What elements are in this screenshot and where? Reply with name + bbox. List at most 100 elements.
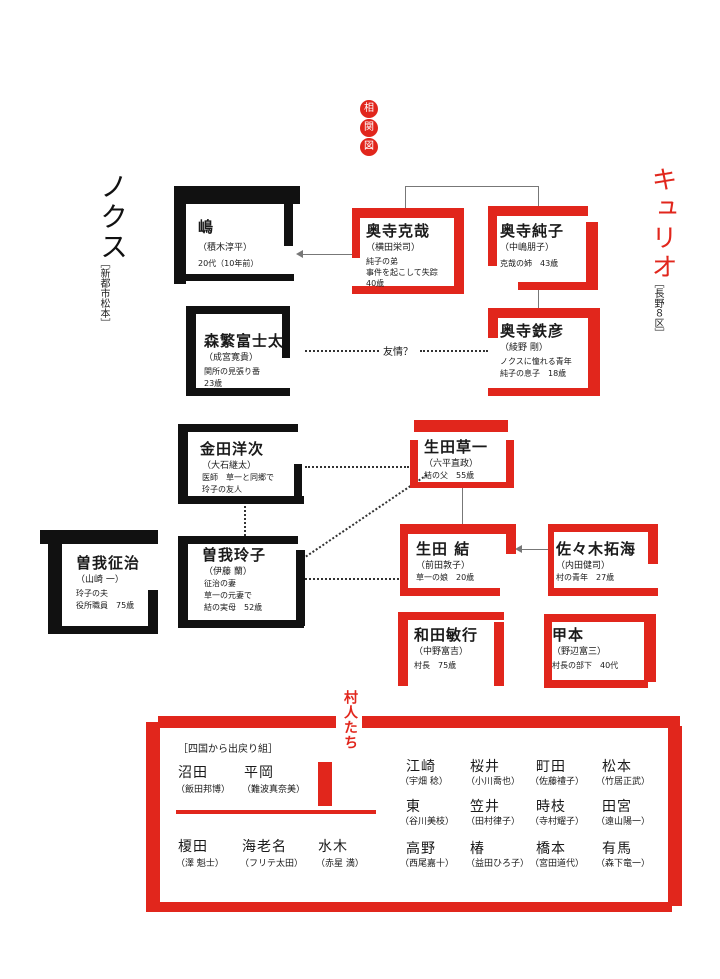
character-name: 奥寺克哉 [366, 222, 431, 240]
character-actor: （大石継太） [202, 461, 257, 471]
villager-name: 江崎 [406, 759, 436, 775]
relation-label: 友情？ [383, 347, 413, 358]
character-name: 金田洋次 [200, 440, 265, 458]
character-desc: 村長の部下 40代 [552, 661, 619, 670]
character-desc: 結の父 55歳 [424, 471, 475, 480]
villager-name: 橋本 [536, 841, 566, 857]
title-badge: 図 [360, 138, 378, 156]
character-desc: 40歳 [366, 279, 385, 288]
character-desc: 草一の娘 20歳 [416, 573, 475, 582]
villager-name: 松本 [602, 759, 632, 775]
connector-line [520, 549, 548, 550]
character-name: 奥寺鉄彦 [500, 322, 565, 340]
character-name: 嶋 [198, 218, 215, 236]
connector-line [462, 483, 463, 525]
character-card-kaneda: 金田洋次 （大石継太） 医師 草一と同郷で 玲子の友人 [178, 424, 304, 504]
villager-name: 有馬 [602, 841, 632, 857]
group-label: ［四国から出戻り組］ [178, 744, 278, 755]
villager-actor: （森下竜一） [596, 859, 651, 869]
character-actor: （伊藤 蘭） [204, 567, 252, 577]
character-desc: 玲子の夫 [76, 589, 108, 598]
character-desc: 征治の妻 [204, 579, 236, 588]
curio-location: ［長野８区］ [652, 278, 663, 338]
character-actor: （成宮寛貴） [204, 353, 259, 363]
villager-name: 田宮 [602, 799, 632, 815]
character-card-okudera-junko: 奥寺純子 （中嶋朋子） 克哉の姉 43歳 [488, 206, 600, 290]
villager-actor: （フリテ太田） [240, 859, 304, 869]
character-card-okudera-tetsuhiko: 奥寺鉄彦 （綾野 剛） ノクスに憧れる青年 純子の息子 18歳 [488, 308, 600, 396]
friendship-line [420, 350, 488, 352]
villager-name: 高野 [406, 841, 436, 857]
character-card-komoto: 甲本 （野辺富三） 村長の部下 40代 [544, 614, 656, 688]
character-desc: 関所の見張り番 [204, 367, 260, 376]
villagers-title: 村人たち [342, 690, 358, 750]
character-name: 和田敏行 [414, 626, 479, 644]
character-desc: 役所職員 75歳 [76, 601, 135, 610]
connector-line [405, 186, 539, 187]
villager-name: 沼田 [178, 765, 208, 781]
character-actor: （積木淳平） [198, 243, 253, 253]
villager-name: 笠井 [470, 799, 500, 815]
villager-name: 桜井 [470, 759, 500, 775]
friendship-line [305, 350, 379, 352]
character-card-sasaki: 佐々木拓海 （内田健司） 村の青年 27歳 [548, 524, 658, 596]
villager-name: 榎田 [178, 839, 208, 855]
curio-title: キュリオ [647, 166, 677, 282]
character-card-morishige: 森繁富士太 （成宮寛貴） 関所の見張り番 23歳 [186, 306, 298, 396]
character-desc: 純子の息子 18歳 [500, 369, 567, 378]
character-card-soga-reiko: 曽我玲子 （伊藤 蘭） 征治の妻 草一の元妻で 結の実母 52歳 [178, 536, 306, 628]
villager-actor: （益田ひろ子） [466, 859, 530, 869]
villager-actor: （小川喬也） [466, 777, 521, 787]
villager-actor: （田村律子） [466, 817, 521, 827]
character-desc: 草一の元妻で [204, 591, 252, 600]
character-name: 佐々木拓海 [556, 540, 637, 558]
connector-line [538, 290, 539, 310]
villager-name: 海老名 [242, 839, 287, 855]
villager-actor: （竹居正武） [596, 777, 651, 787]
character-card-ikuta-yui: 生田 結 （前田敦子） 草一の娘 20歳 [400, 524, 516, 596]
character-name: 曽我征治 [76, 554, 141, 572]
relation-line [244, 506, 246, 536]
villager-name: 時枝 [536, 799, 566, 815]
character-card-wada: 和田敏行 （中野富吉） 村長 75歳 [398, 612, 504, 686]
villager-actor: （宮田道代） [530, 859, 585, 869]
character-card-shima: 嶋 （積木淳平） 20代（10年前） [174, 186, 300, 284]
character-actor: （中嶋朋子） [500, 243, 555, 253]
title-badge: 相 [360, 100, 378, 118]
relation-line [305, 466, 409, 468]
nox-location: ［新都市松本］ [98, 258, 109, 328]
character-desc: 20代（10年前） [198, 259, 259, 268]
connector-line [538, 186, 539, 212]
character-desc: 村長 75歳 [414, 661, 457, 670]
character-name: 森繁富士太 [204, 332, 285, 350]
character-actor: （六平直政） [424, 459, 479, 469]
villager-actor: （澤 魁士） [176, 859, 224, 869]
villager-name: 町田 [536, 759, 566, 775]
villager-actor: （寺村耀子） [530, 817, 585, 827]
character-desc: 玲子の友人 [202, 485, 242, 494]
character-name: 生田草一 [424, 438, 489, 456]
arrow-head-icon [515, 545, 522, 553]
character-card-okudera-katsuya: 奥寺克哉 （横田栄司） 純子の弟 事件を起こして失踪 40歳 [352, 208, 464, 294]
villager-name: 水木 [318, 839, 348, 855]
character-actor: （前田敦子） [416, 561, 471, 571]
villagers-title-bg [336, 688, 362, 728]
character-actor: （野辺富三） [552, 647, 607, 657]
villager-actor: （難波真奈美） [242, 785, 306, 795]
villager-actor: （遠山陽一） [596, 817, 651, 827]
character-actor: （綾野 剛） [500, 343, 548, 353]
character-actor: （山崎 一） [76, 575, 124, 585]
character-name: 生田 結 [416, 540, 471, 558]
character-card-soga-seiji: 曽我征治 （山崎 一） 玲子の夫 役所職員 75歳 [40, 530, 160, 634]
character-actor: （内田健司） [556, 561, 611, 571]
nox-title: ノクス [96, 172, 129, 262]
character-desc: 純子の弟 [366, 257, 398, 266]
character-actor: （中野富吉） [414, 647, 469, 657]
villager-name: 平岡 [244, 765, 274, 781]
villager-actor: （西尾嘉十） [400, 859, 455, 869]
villagers-panel [146, 716, 686, 916]
villager-actor: （赤星 満） [316, 859, 364, 869]
arrow-head-icon [296, 250, 303, 258]
character-desc: 23歳 [204, 379, 223, 388]
villager-name: 東 [406, 799, 421, 815]
